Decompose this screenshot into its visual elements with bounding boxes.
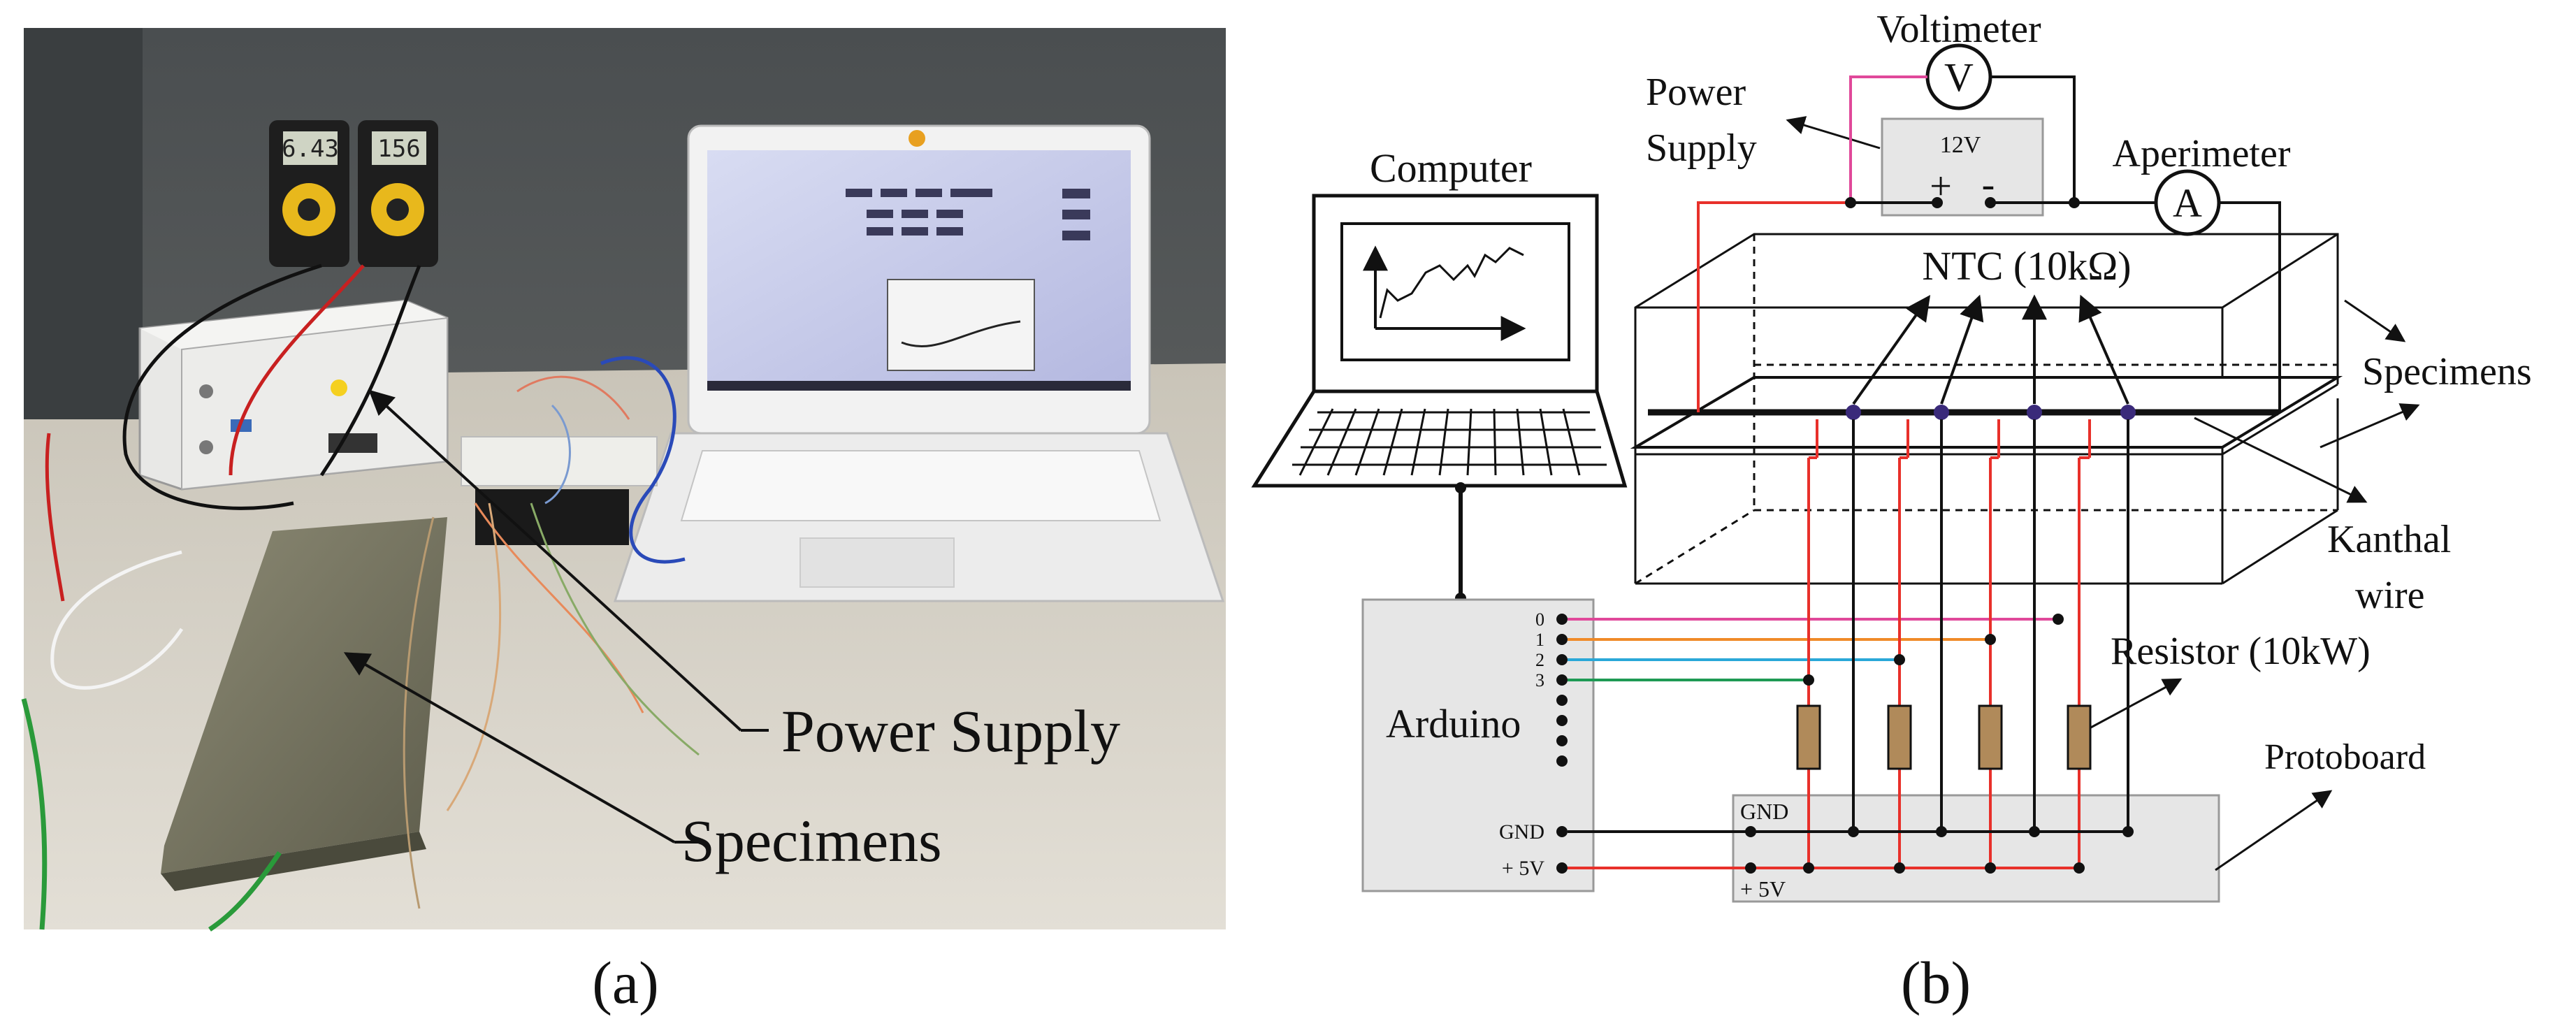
proto-gnd-label: GND [1740,799,1788,824]
pin-gnd-label: GND [1499,820,1544,844]
voltmeter-letter: V [1944,55,1974,100]
label-arduino: Arduino [1386,701,1521,746]
label-power-line2: Supply [1646,126,1757,170]
protoboard [1732,794,2220,903]
caption-a: (a) [592,949,658,1016]
proto-5v-label: + 5V [1740,876,1786,902]
ntc-leaders [1852,294,2129,405]
photo-label-specimens: Specimens [681,807,942,874]
laptop [613,124,1225,602]
supply-minus: - [1982,163,1995,206]
photo-protoboard [461,436,658,486]
label-kanthal-line2: wire [2355,574,2425,617]
ntc-1 [1846,405,1861,420]
label-protoboard: Protoboard [2264,737,2426,777]
ammeter-letter: A [2173,180,2202,226]
resistor-4 [2067,704,2092,770]
label-kanthal-line1: Kanthal [2327,518,2451,561]
ntc-3 [2027,405,2042,420]
power-supply-unit [138,299,449,491]
label-voltimeter: Voltimeter [1876,8,2041,51]
multimeter-left-reading: 6.43 [282,135,339,163]
concrete-specimen [161,517,447,891]
caption-b: (b) [1901,949,1971,1016]
photo-wires [21,263,700,932]
power-supply-leader [368,389,742,732]
panel-a-photo: 6.43 156 [21,28,1226,932]
pin-5v-label: + 5V [1502,857,1544,880]
panel-b-diagram: Computer Arduino 0 1 2 3 GND + 5V [1251,8,2532,903]
wall-pillar [24,28,143,419]
signal-wires [1568,618,2058,681]
ntc-4 [2120,405,2136,420]
label-resistor: Resistor (10kW) [2111,630,2371,673]
protoboard-leader [2215,790,2333,871]
ntc-sensors [1846,405,2136,420]
pin-3-label: 3 [1535,670,1544,690]
resistor-2 [1887,704,1912,770]
multimeter-right: 156 [358,120,438,267]
label-ntc: NTC (10kΩ) [1922,243,2131,289]
photo-label-power-supply: Power Supply [781,697,1120,765]
resistors [1796,704,2092,770]
supply-wiring [1697,75,2281,412]
diagram-power-supply [1881,117,2044,217]
specimen-box [1630,233,2343,585]
power-supply-diagram-leader [1786,116,1881,150]
label-aperimeter: Aperimeter [2113,132,2291,175]
supply-voltage: 12V [1940,132,1981,158]
multimeter-right-reading: 156 [377,135,420,163]
specimens-leader [343,652,675,844]
sensor-wiring [1807,419,2129,868]
arduino-board [1361,598,1595,892]
ntc-2 [1934,405,1949,420]
pin-1-label: 1 [1535,630,1544,650]
pin-0-label: 0 [1535,609,1544,630]
laptop-keyboard [680,450,1162,521]
pin-2-label: 2 [1535,650,1544,670]
label-specimens: Specimens [2362,350,2532,393]
resistor-1 [1796,704,1821,770]
computer-icon [1251,194,1628,488]
label-power-line1: Power [1646,71,1746,114]
arduino-pins: 0 1 2 3 GND + 5V [1499,609,1568,880]
multimeter-left: 6.43 [269,120,349,267]
resistor-3 [1978,704,2003,770]
label-computer: Computer [1370,145,1532,191]
